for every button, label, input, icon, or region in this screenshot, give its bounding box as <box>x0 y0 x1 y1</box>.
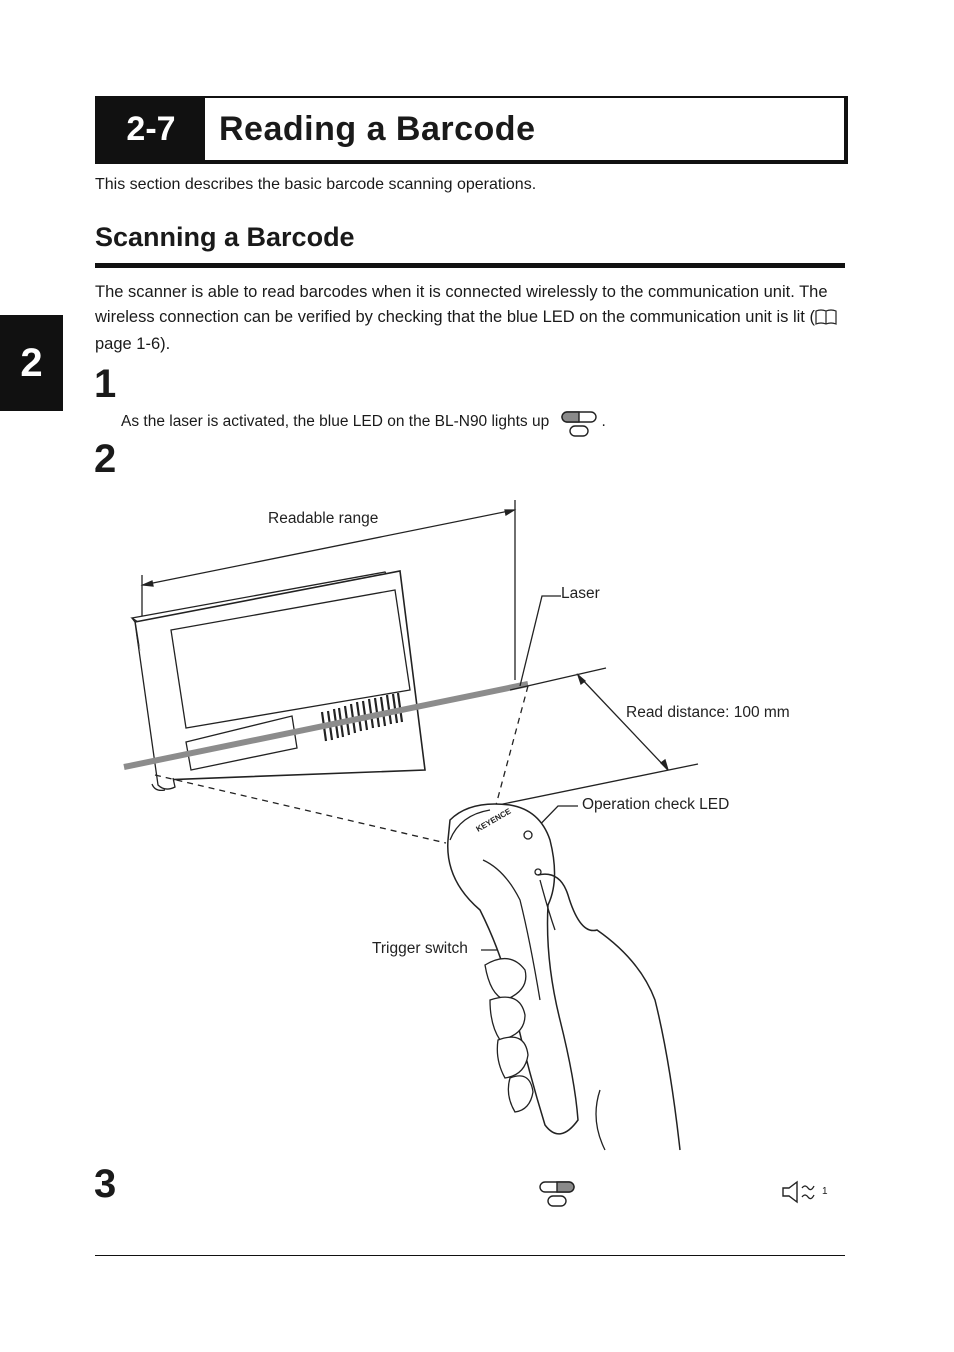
laser-label: Laser <box>561 585 600 602</box>
book-icon <box>815 308 837 333</box>
step-1-number: 1 <box>94 362 117 406</box>
step-1-description: As the laser is activated, the blue LED … <box>121 410 606 443</box>
trigger-switch-label: Trigger switch <box>372 940 468 957</box>
section-title: Reading a Barcode <box>219 109 536 148</box>
step-1-text-end: . <box>601 413 606 430</box>
step-2-number: 2 <box>94 437 117 481</box>
footnote-mark: 1 <box>822 1186 828 1197</box>
chapter-tab: 2 <box>0 315 63 411</box>
led-indicator-icon <box>560 410 598 443</box>
buzzer-icon <box>780 1180 820 1209</box>
step-3-number: 3 <box>94 1162 117 1206</box>
subsection-rule <box>95 263 845 268</box>
paragraph-text: The scanner is able to read barcodes whe… <box>95 283 828 326</box>
operation-led-label: Operation check LED <box>582 796 730 813</box>
read-distance-label: Read distance: 100 mm <box>626 704 790 721</box>
subsection-paragraph: The scanner is able to read barcodes whe… <box>95 280 855 357</box>
paragraph-page-ref: page 1-6). <box>95 335 171 353</box>
led-indicator-icon <box>538 1180 576 1213</box>
subsection-title: Scanning a Barcode <box>95 222 355 252</box>
step-1-text: As the laser is activated, the blue LED … <box>121 413 550 430</box>
readable-range-label: Readable range <box>268 510 379 527</box>
footer-rule <box>95 1255 845 1256</box>
section-number: 2-7 <box>97 98 205 160</box>
section-intro: This section describes the basic barcode… <box>95 176 537 193</box>
section-title-box: 2-7 Reading a Barcode <box>95 96 848 164</box>
